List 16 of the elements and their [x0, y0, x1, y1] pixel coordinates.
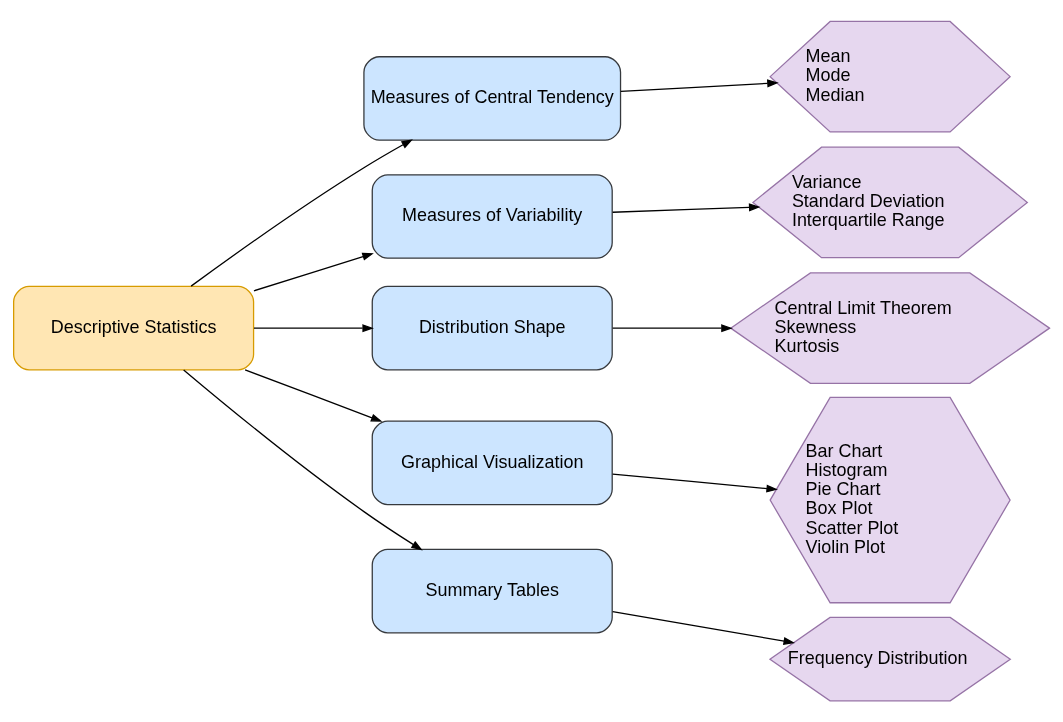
arrow	[620, 79, 779, 93]
arrow	[183, 369, 423, 551]
arrow	[612, 324, 733, 333]
node-box: Descriptive Statistics	[13, 285, 255, 371]
arrow	[253, 252, 374, 292]
node-box: Measures of Variability	[371, 174, 613, 259]
arrow	[190, 139, 413, 287]
node-box: Graphical Visualization	[371, 420, 613, 506]
arrow	[612, 611, 796, 646]
arrow	[253, 324, 374, 333]
arrow	[244, 369, 383, 422]
node-box: Distribution Shape	[371, 285, 613, 371]
node-box: Measures of Central Tendency	[363, 56, 622, 141]
arrow	[612, 473, 778, 493]
node-box: Summary Tables	[371, 548, 613, 634]
arrow	[612, 203, 761, 213]
